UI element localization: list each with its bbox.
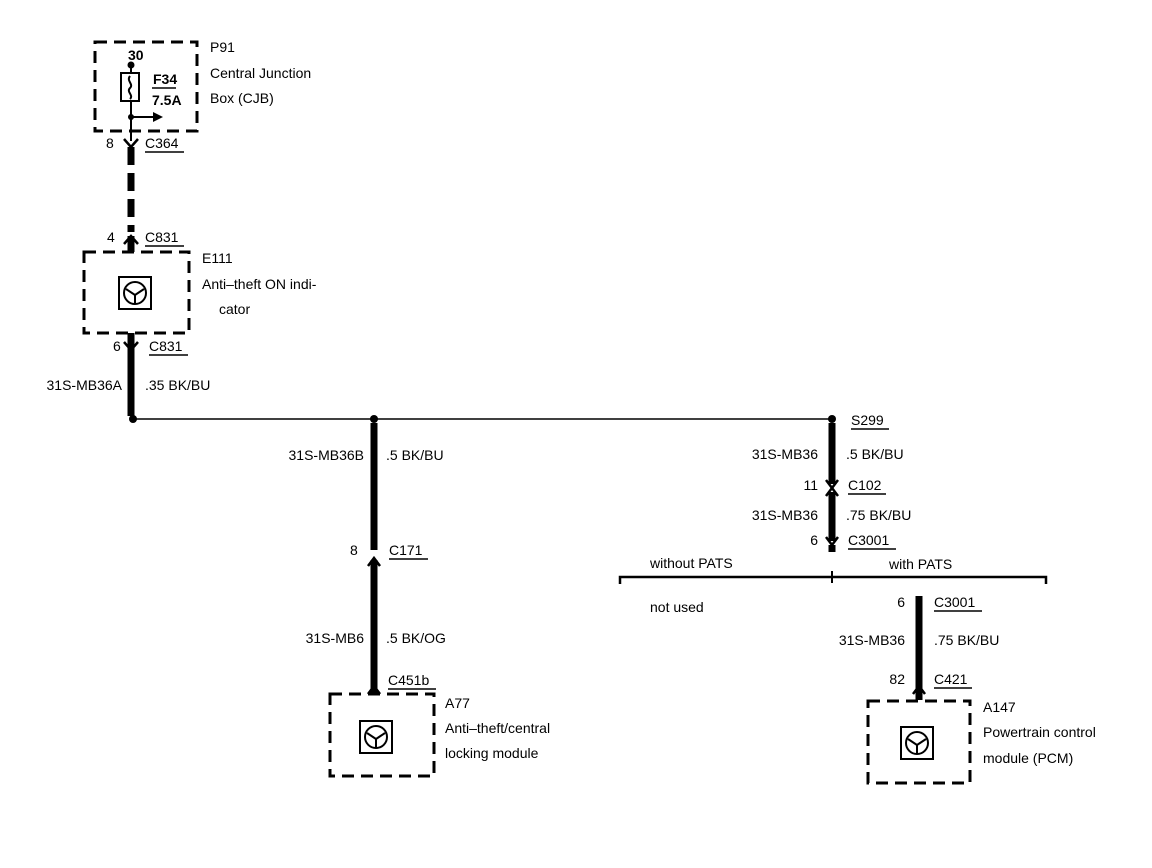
c171-connector-mark [367, 555, 381, 567]
cjb-pin30: 30 [128, 47, 144, 63]
e111-name: E111 [202, 250, 233, 266]
c421-label: C421 [934, 671, 968, 687]
c3001-top-pin: 6 [810, 532, 818, 548]
splice-s299-dot [828, 415, 836, 423]
wire-36-2-id: 31S-MB36 [752, 507, 818, 523]
c171-label: C171 [389, 542, 423, 558]
wire-36-2-spec: .75 BK/BU [846, 507, 911, 523]
c102-pin: 11 [803, 477, 818, 493]
wire-mb6-spec: .5 BK/OG [386, 630, 446, 646]
wire-36-3-spec: .75 BK/BU [934, 632, 999, 648]
c364-label: C364 [145, 135, 179, 151]
option-not-used: not used [650, 599, 704, 615]
wire-36-1-spec: .5 BK/BU [846, 446, 904, 462]
wire-b-id: 31S-MB36B [289, 447, 364, 463]
fuse-icon [120, 72, 140, 102]
e111-bottom-conn: C831 [149, 338, 183, 354]
option-with: with PATS [888, 556, 952, 572]
e111-top-pin: 4 [107, 229, 115, 245]
a147-desc-line2: module (PCM) [983, 750, 1073, 766]
c102-label: C102 [848, 477, 882, 493]
splice-label: S299 [851, 412, 884, 428]
e111-desc-line1: Anti–theft ON indi- [202, 276, 317, 292]
a147-name: A147 [983, 699, 1016, 715]
option-without: without PATS [649, 555, 733, 571]
cjb-desc-line2: Box (CJB) [210, 90, 274, 106]
wire-a-id: 31S-MB36A [47, 377, 123, 393]
a77-box [328, 692, 436, 778]
c3001-bot-pin: 6 [897, 594, 905, 610]
e111-top-conn: C831 [145, 229, 179, 245]
a147-desc-line1: Powertrain control [983, 724, 1096, 740]
a77-desc-line2: locking module [445, 745, 539, 761]
cjb-desc-line1: Central Junction [210, 65, 311, 81]
e111-bottom-pin: 6 [113, 338, 121, 354]
cjb-name: P91 [210, 39, 235, 55]
e111-box [82, 250, 191, 335]
e111-desc-line2: cator [219, 301, 250, 317]
a147-box [866, 699, 972, 785]
c3001-bot-label: C3001 [934, 594, 975, 610]
a77-name: A77 [445, 695, 470, 711]
control-module-icon [900, 726, 934, 760]
a77-conn: C451b [388, 672, 429, 688]
c171-pin: 8 [350, 542, 358, 558]
a77-desc-line1: Anti–theft/central [445, 720, 550, 736]
c3001-top-label: C3001 [848, 532, 889, 548]
wire-mb6-id: 31S-MB6 [306, 630, 365, 646]
a77-connector-mark [367, 683, 381, 695]
cjb-branch-arrow [153, 112, 163, 122]
control-module-icon [118, 276, 152, 310]
wire-36-3-id: 31S-MB36 [839, 632, 905, 648]
c364-pin: 8 [106, 135, 114, 151]
control-module-icon [359, 720, 393, 754]
wire-b-spec: .5 BK/BU [386, 447, 444, 463]
fuse-id: F34 [153, 71, 177, 87]
bus-junction-mid [370, 415, 378, 423]
c421-connector-mark [912, 683, 926, 695]
c421-pin: 82 [889, 671, 905, 687]
fuse-rating: 7.5A [152, 92, 182, 108]
wire-a-spec: .35 BK/BU [145, 377, 210, 393]
c102-connector-mark-b [825, 485, 839, 497]
wire-36-1-id: 31S-MB36 [752, 446, 818, 462]
